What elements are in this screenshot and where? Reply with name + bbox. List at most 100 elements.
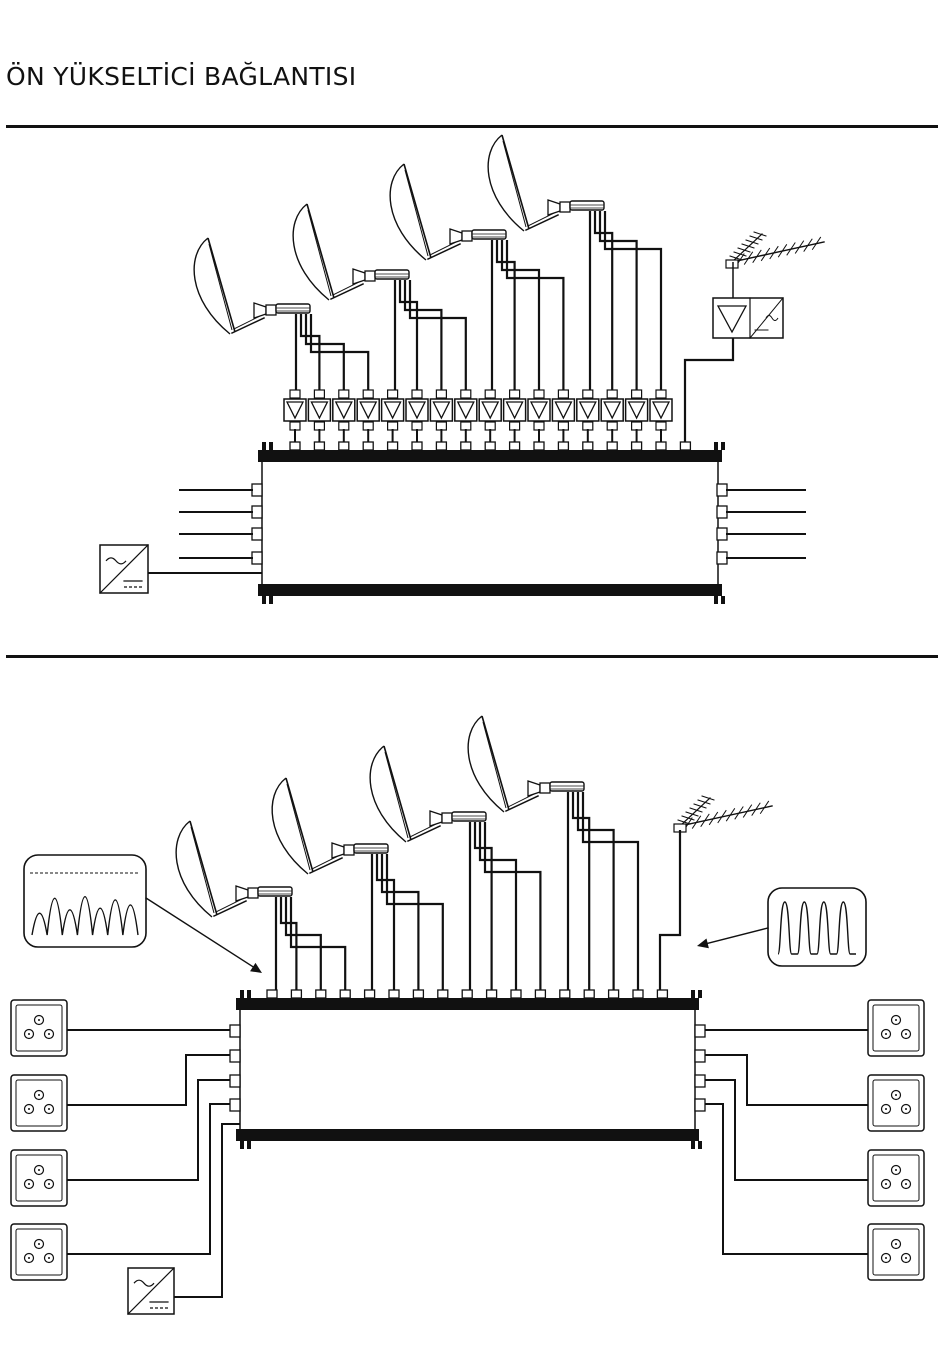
wall-outlet-left-4	[11, 1224, 67, 1280]
satellite-dish-top-2	[293, 204, 409, 300]
wall-outlet-left-1	[11, 1000, 67, 1056]
input-port	[633, 990, 643, 998]
inline-amplifier	[308, 399, 330, 421]
outlet-pin	[38, 1169, 40, 1171]
amplifier-connector	[607, 422, 617, 430]
lnb-neck	[365, 271, 375, 281]
left-outlet-cables	[67, 1030, 230, 1254]
input-port	[291, 990, 301, 998]
outlet-plate	[873, 1155, 919, 1201]
input-port	[389, 990, 399, 998]
input-port	[534, 442, 544, 450]
amplifier-connector	[485, 422, 495, 430]
inline-amplifier	[333, 399, 355, 421]
outlet-pin	[885, 1183, 887, 1185]
wall-outlet-left-3	[11, 1150, 67, 1206]
input-port	[436, 442, 446, 450]
dish-rim	[208, 238, 235, 332]
dish-arm	[331, 284, 363, 299]
inline-amplifier	[455, 399, 477, 421]
inline-amplifier	[382, 399, 404, 421]
lnb-cable	[595, 211, 612, 390]
amplifier-connector	[436, 422, 446, 430]
multiswitch-foot	[698, 990, 702, 998]
dish-rim	[404, 164, 431, 258]
input-port	[340, 990, 350, 998]
inline-amplifier	[552, 399, 574, 421]
antenna-dipole-box	[726, 260, 738, 268]
outlet-pin	[38, 1019, 40, 1021]
terrestrial-cable	[660, 830, 680, 990]
bottom-power-supply	[128, 1268, 174, 1314]
amplifier-connector	[534, 422, 544, 430]
satellite-dish-top-4	[488, 135, 604, 231]
inline-amplifier	[504, 399, 526, 421]
outlet-pin	[895, 1243, 897, 1245]
multiswitch-foot	[269, 442, 273, 450]
amplifier-connector	[558, 422, 568, 430]
top-terrestrial-antenna	[726, 232, 824, 268]
bottom-terrestrial-antenna	[674, 796, 772, 832]
multiswitch-foot	[698, 1141, 702, 1149]
lnb-cable	[387, 854, 443, 990]
output-port	[717, 506, 727, 518]
amplifier-connector	[412, 422, 422, 430]
output-port	[230, 1099, 240, 1111]
multiswitch-foot	[714, 596, 718, 604]
amplifier-connector	[388, 422, 398, 430]
amplifier-connector	[363, 422, 373, 430]
outlet-pin	[28, 1183, 30, 1185]
outlet-plate	[16, 1005, 62, 1051]
lnb-body	[452, 812, 486, 821]
dish-rim	[307, 204, 334, 298]
lnb-cable	[497, 240, 515, 390]
multiswitch-foot	[247, 990, 251, 998]
outlet-pin	[38, 1094, 40, 1096]
inline-amplifier	[528, 399, 550, 421]
right-outlet-cables	[705, 1030, 868, 1254]
inline-amplifier	[650, 399, 672, 421]
amplifier-connector	[314, 390, 324, 398]
spectrum-frame	[24, 855, 146, 947]
amplifier-connector	[461, 390, 471, 398]
lnb-cable	[583, 792, 638, 990]
wall-outlet-right-2	[868, 1075, 924, 1131]
amplifier-connector	[510, 422, 520, 430]
amplifier-connector	[607, 390, 617, 398]
multiswitch-top-bar	[258, 450, 722, 462]
lnb-cable	[573, 792, 589, 990]
top-output-lines	[180, 490, 805, 558]
dish-arm	[526, 215, 558, 230]
amplifier-connector	[436, 390, 446, 398]
lnb-cable	[400, 280, 417, 390]
output-port	[252, 506, 262, 518]
input-port	[560, 990, 570, 998]
inline-amplifier	[406, 399, 428, 421]
multiswitch-bottom-bar	[258, 584, 722, 596]
amplifier-connector	[510, 390, 520, 398]
power-supply-cable	[174, 1124, 240, 1297]
outlet-plate	[873, 1229, 919, 1275]
amplifier-connector	[339, 422, 349, 430]
lnb-cable	[410, 280, 466, 390]
wall-outlet-right-1	[868, 1000, 924, 1056]
multiswitch-foot	[691, 1141, 695, 1149]
amplifier-connector	[632, 422, 642, 430]
outlet-pin	[895, 1094, 897, 1096]
input-port	[267, 990, 277, 998]
inline-amplifier	[626, 399, 648, 421]
outlet-plate	[873, 1080, 919, 1126]
inline-amplifier-row	[284, 390, 672, 442]
lnb-body	[258, 887, 292, 896]
input-port	[558, 442, 568, 450]
top-power-supply	[100, 545, 148, 593]
amplifier-connector	[363, 390, 373, 398]
outlet-pin	[48, 1257, 50, 1259]
outlet-pin	[905, 1033, 907, 1035]
arrow-head-right	[697, 938, 709, 948]
spectrum-before-amplification	[24, 855, 146, 947]
amplifier-connector	[290, 422, 300, 430]
output-port	[230, 1025, 240, 1037]
output-port	[717, 528, 727, 540]
output-port	[252, 484, 262, 496]
